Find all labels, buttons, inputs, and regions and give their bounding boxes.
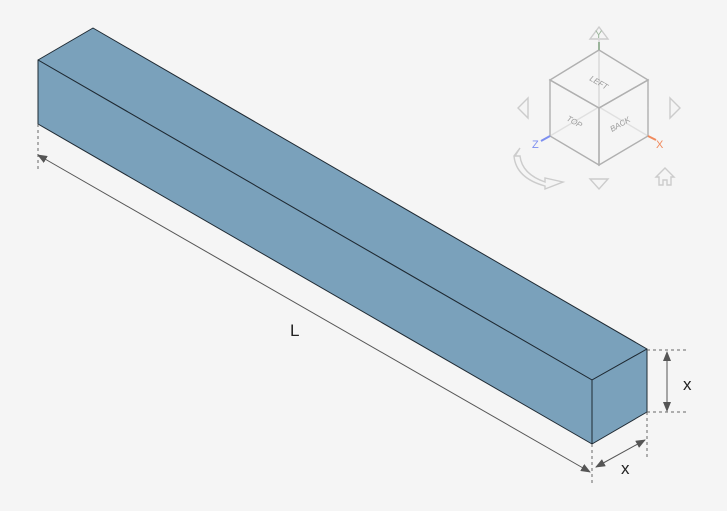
view-cube-left-label: TOP bbox=[565, 114, 584, 130]
beam-top-face[interactable] bbox=[37, 27, 648, 381]
view-cube[interactable] bbox=[513, 25, 681, 191]
arrow-left-icon[interactable] bbox=[517, 96, 529, 120]
axis-z-label: Z bbox=[532, 139, 539, 151]
extension-lines bbox=[37, 124, 688, 484]
beam-front-face[interactable] bbox=[37, 59, 593, 445]
width-dimension-line bbox=[595, 439, 646, 468]
dimension-lines bbox=[37, 154, 671, 473]
axis-x-label: X bbox=[656, 139, 664, 151]
width-label: x bbox=[621, 459, 630, 478]
axis-y-label: Y bbox=[595, 29, 603, 41]
view-cube-right-label: BACK bbox=[609, 115, 633, 134]
arrow-up-icon[interactable] bbox=[588, 25, 610, 40]
rotate-icon[interactable] bbox=[513, 147, 566, 191]
length-label: L bbox=[290, 321, 299, 340]
beam-model[interactable] bbox=[37, 27, 648, 445]
arrow-right-icon[interactable] bbox=[669, 96, 681, 120]
height-label: x bbox=[683, 375, 692, 394]
arrow-down-icon[interactable] bbox=[588, 178, 610, 191]
length-dimension-line bbox=[37, 154, 591, 473]
home-icon[interactable] bbox=[654, 167, 676, 186]
